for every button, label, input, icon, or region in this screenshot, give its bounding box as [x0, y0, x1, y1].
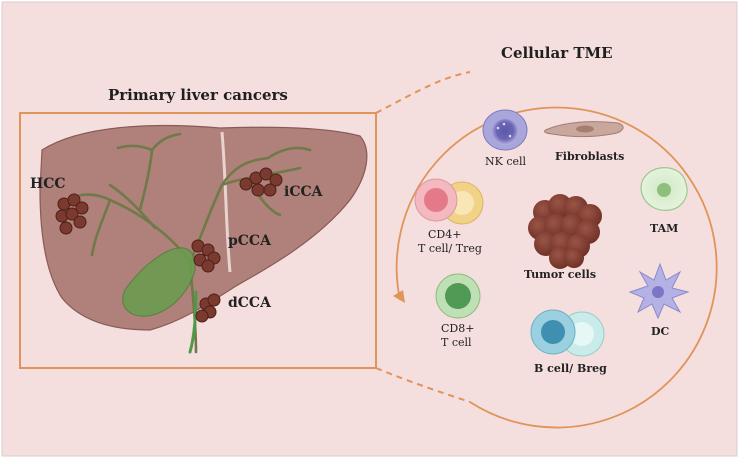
tam-label: TAM [650, 222, 679, 235]
top-connector [375, 71, 471, 114]
liver-ligament [220, 131, 232, 273]
pcca-label: pCCA [228, 233, 271, 249]
fibroblast-graphic [544, 121, 624, 138]
hcc-label: HCC [30, 176, 66, 192]
common-bile-duct [188, 290, 198, 354]
pcca-tumor [191, 239, 221, 273]
liver-title: Primary liver cancers [108, 86, 288, 104]
dcca-tumor [195, 293, 221, 323]
nk-cell-label: NK cell [485, 155, 527, 168]
tme-circle [395, 106, 718, 429]
fibroblasts-label: Fibroblasts [555, 150, 625, 163]
tumor-cells-label: Tumor cells [524, 268, 597, 281]
nk-cell-graphic [482, 109, 528, 151]
hcc-tumor [55, 193, 89, 235]
cd4-label-line1: CD4+ [428, 228, 462, 241]
dc-cell-graphic [628, 262, 690, 320]
cd8-cell-graphic [435, 273, 481, 319]
dcca-label: dCCA [228, 295, 271, 311]
dc-label: DC [651, 325, 670, 338]
tam-cell-graphic [640, 167, 688, 211]
icca-label: iCCA [284, 184, 323, 200]
tumor-cells-graphic [528, 194, 602, 269]
cd8-label-line2: T cell [441, 336, 472, 349]
tme-arrowhead [393, 290, 405, 303]
bottom-connector [375, 367, 471, 403]
tme-title: Cellular TME [501, 44, 613, 62]
cd4-label-line2: T cell/ Treg [418, 242, 482, 255]
cd8-label-line1: CD8+ [441, 322, 475, 335]
liver-frame [19, 112, 377, 369]
cd4-cell-graphic [414, 178, 484, 225]
b-cell-label: B cell/ Breg [534, 362, 607, 375]
icca-tumor [239, 167, 283, 197]
b-cell-graphic [530, 309, 605, 357]
